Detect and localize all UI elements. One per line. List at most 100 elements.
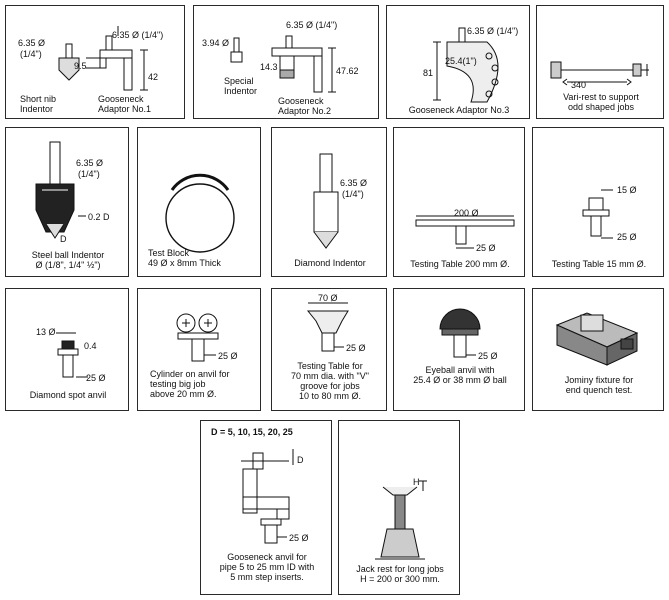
dim-nib: 3.94 Ø xyxy=(202,38,230,48)
dim-stem: 25 Ø xyxy=(289,533,309,543)
label-vari-rest: Vari-rest to support xyxy=(563,92,639,102)
dim-stem: 25 Ø xyxy=(346,343,366,353)
label-v-table-3: groove for jobs xyxy=(300,381,360,391)
label-steel-ball: Steel ball Indentor xyxy=(31,250,105,260)
label-gooseneck-3: Gooseneck Adaptor No.3 xyxy=(408,105,510,115)
panel-gooseneck-anvil: D = 5, 10, 15, 20, 25 D 25 Ø Gooseneck a… xyxy=(200,420,332,595)
dim-shank: 6.35 Ø (1/4") xyxy=(286,20,338,30)
label-cylinder: Cylinder on anvil for xyxy=(150,369,230,379)
dim-h: H xyxy=(413,477,420,487)
dim-height: 47.62 xyxy=(336,66,359,76)
dim-stem: 25 Ø xyxy=(617,232,637,242)
gooseneck-anvil-drawing xyxy=(241,449,294,544)
jominy-fixture-drawing xyxy=(555,312,639,366)
label-vari-rest-2: odd shaped jobs xyxy=(567,102,635,112)
dim-height: 42 xyxy=(148,72,159,82)
panel-cylinder-anvil: 25 Ø Cylinder on anvil for testing big j… xyxy=(137,288,261,411)
header-d-values: D = 5, 10, 15, 20, 25 xyxy=(211,427,293,437)
diamond-spot-anvil-drawing xyxy=(56,332,88,378)
label-short-nib-2: Indentor xyxy=(20,104,54,114)
dim-stem: 25 Ø xyxy=(478,351,498,361)
gooseneck-adaptor-2-drawing xyxy=(230,35,336,93)
dim-bore: 25.4(1") xyxy=(445,56,477,66)
vari-rest-drawing xyxy=(550,61,649,86)
label-gooseneck-1b: Adaptor No.1 xyxy=(98,104,152,114)
gooseneck-adaptor-1-drawing xyxy=(58,26,148,91)
panel-testing-table-15: 15 Ø 25 Ø Testing Table 15 mm Ø. xyxy=(532,127,664,277)
panel-gooseneck-adaptor-3: 6.35 Ø (1/4") 25.4(1") 81 Gooseneck Adap… xyxy=(386,5,530,119)
panel-jack-rest: H Jack rest for long jobs H = 200 or 300… xyxy=(338,420,460,595)
dim-mid: 14.3 xyxy=(260,62,278,72)
dim-diameter: D xyxy=(60,234,67,244)
panel-jominy-fixture: Jominy fixture for end quench test. xyxy=(532,288,664,411)
eyeball-anvil-drawing xyxy=(439,308,481,358)
label-v-table-4: 10 to 80 mm Ø. xyxy=(298,391,362,401)
panel-gooseneck-adaptor-1: 6.35 Ø (1/4") 6.35 Ø (1/4") 9.5 42 Short… xyxy=(5,5,185,119)
label-cylinder-2: testing big job xyxy=(150,379,206,389)
label-jominy: Jominy fixture for xyxy=(564,375,634,385)
label-test-block: Test Block xyxy=(148,248,190,258)
label-jack-rest: Jack rest for long jobs xyxy=(356,564,444,574)
panel-diamond-indentor: 6.35 Ø (1/4") Diamond Indentor xyxy=(271,127,387,277)
panel-v-groove-table: 70 Ø 25 Ø Testing Table for 70 mm dia. w… xyxy=(271,288,387,411)
panel-test-block: Test Block 49 Ø x 8mm Thick xyxy=(137,127,261,277)
label-gooseneck-2b: Adaptor No.2 xyxy=(278,106,332,116)
dim-top: 13 Ø xyxy=(36,327,56,337)
label-gooseneck-anvil: Gooseneck anvil for xyxy=(227,552,307,562)
label-short-nib: Short nib xyxy=(20,94,57,104)
label-diamond-indentor: Diamond Indentor xyxy=(294,258,366,268)
label-gooseneck-anvil-2: pipe 5 to 25 mm ID with xyxy=(219,562,315,572)
panel-eyeball-anvil: 25 Ø Eyeball anvil with 25.4 Ø or 38 mm … xyxy=(393,288,525,411)
dim-shank-inch: (1/4") xyxy=(342,189,364,199)
dim-stem: 25 Ø xyxy=(218,351,238,361)
label-v-table: Testing Table for xyxy=(297,361,363,371)
label-gooseneck-2: Gooseneck xyxy=(278,96,324,106)
label-jominy-2: end quench test. xyxy=(565,385,633,395)
label-eyeball-2: 25.4 Ø or 38 mm Ø ball xyxy=(413,375,507,385)
dim-top: 70 Ø xyxy=(318,293,338,303)
cylinder-anvil-drawing xyxy=(176,313,219,362)
gooseneck-adaptor-3-drawing xyxy=(433,27,499,103)
diamond-indentor-drawing xyxy=(313,153,339,249)
dim-d: D xyxy=(297,455,304,465)
dim-edge: 0.4 xyxy=(84,341,97,351)
label-eyeball: Eyeball anvil with xyxy=(425,365,495,375)
panel-steel-ball-indentor: 6.35 Ø (1/4") 0.2 D D Steel ball Indento… xyxy=(5,127,129,277)
dim-nib-inch: (1/4") xyxy=(20,49,42,59)
label-table-15: Testing Table 15 mm Ø. xyxy=(551,259,647,269)
panel-gooseneck-adaptor-2: 6.35 Ø (1/4") 3.94 Ø 14.3 47.62 Special … xyxy=(193,5,379,119)
label-special: Special xyxy=(224,76,254,86)
jack-rest-drawing xyxy=(375,480,427,560)
dim-ball: 0.2 D xyxy=(88,212,110,222)
panel-testing-table-200: 200 Ø 25 Ø Testing Table 200 mm Ø. xyxy=(393,127,525,277)
dim-shank: 6.35 Ø xyxy=(76,158,104,168)
dim-shank-inch: (1/4") xyxy=(78,169,100,179)
dim-stem: 25 Ø xyxy=(86,373,106,383)
test-block-drawing xyxy=(165,173,235,253)
label-special-2: Indentor xyxy=(224,86,258,96)
dim-length: 340 xyxy=(571,80,587,90)
dim-shank-dia: 6.35 Ø (1/4") xyxy=(112,30,164,40)
dim-offset: 9.5 xyxy=(74,61,87,71)
label-test-block-2: 49 Ø x 8mm Thick xyxy=(148,258,221,268)
dim-nib-dia: 6.35 Ø xyxy=(18,38,46,48)
label-v-table-2: 70 mm dia. with "V" xyxy=(291,371,369,381)
label-cylinder-3: above 20 mm Ø. xyxy=(150,389,217,399)
dim-shank: 6.35 Ø (1/4") xyxy=(467,26,519,36)
panel-vari-rest: 340 Vari-rest to support odd shaped jobs xyxy=(536,5,664,119)
panel-diamond-spot-anvil: 13 Ø 0.4 25 Ø Diamond spot anvil xyxy=(5,288,129,411)
dim-table: 200 Ø xyxy=(454,208,479,218)
label-diamond-spot: Diamond spot anvil xyxy=(29,390,107,400)
dim-top: 15 Ø xyxy=(617,185,637,195)
label-gooseneck-1: Gooseneck xyxy=(98,94,144,104)
label-table-200: Testing Table 200 mm Ø. xyxy=(410,259,510,269)
label-jack-rest-2: H = 200 or 300 mm. xyxy=(360,574,440,584)
v-groove-table-drawing xyxy=(306,302,349,352)
dim-shank: 6.35 Ø xyxy=(340,178,368,188)
label-steel-ball-2: Ø (1/8", 1/4" ½") xyxy=(35,260,101,270)
testing-table-200-drawing xyxy=(415,215,515,249)
label-gooseneck-anvil-3: 5 mm step inserts. xyxy=(230,572,304,582)
steel-ball-indentor-drawing xyxy=(35,141,86,239)
testing-table-15-drawing xyxy=(582,189,613,239)
dim-stem: 25 Ø xyxy=(476,243,496,253)
